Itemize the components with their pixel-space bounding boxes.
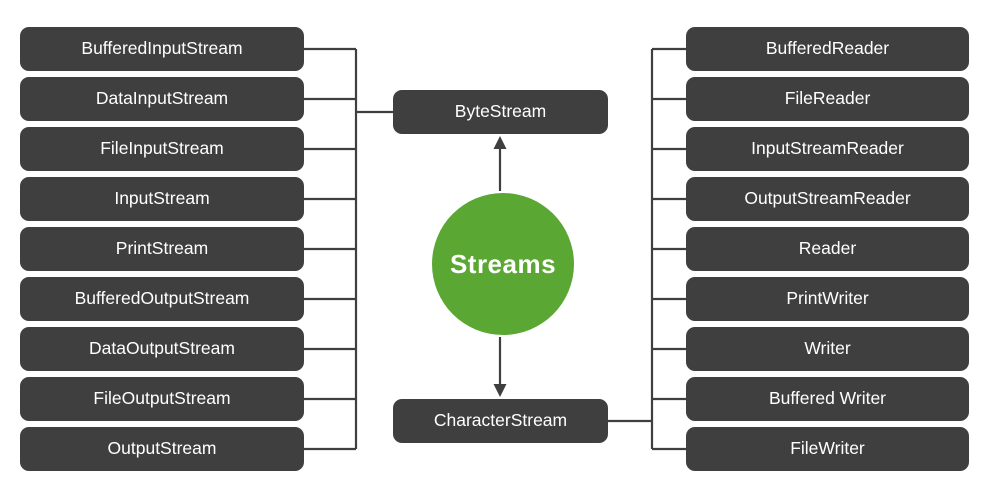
left-stream-class-box: OutputStream xyxy=(20,427,304,471)
left-stream-class-box: DataInputStream xyxy=(20,77,304,121)
right-stream-class-box: FileReader xyxy=(686,77,969,121)
right-stream-class-box: FileWriter xyxy=(686,427,969,471)
streams-hub-label: Streams xyxy=(449,248,557,279)
left-stream-class-box: PrintStream xyxy=(20,227,304,271)
left-stream-class-box: FileInputStream xyxy=(20,127,304,171)
right-stream-class-box: BufferedReader xyxy=(686,27,969,71)
right-stream-class-box: InputStreamReader xyxy=(686,127,969,171)
bytestream-label: ByteStream xyxy=(454,101,547,122)
left-stream-class-box: BufferedInputStream xyxy=(20,27,304,71)
right-stream-class-box: PrintWriter xyxy=(686,277,969,321)
characterstream-label: CharacterStream xyxy=(433,410,568,431)
left-stream-class-box: InputStream xyxy=(20,177,304,221)
left-stream-class-box: DataOutputStream xyxy=(20,327,304,371)
bytestream-node: ByteStream xyxy=(393,90,608,134)
right-stream-class-box: Reader xyxy=(686,227,969,271)
right-stream-class-box: Writer xyxy=(686,327,969,371)
streams-hub-circle: Streams xyxy=(432,193,574,335)
right-stream-class-box: Buffered Writer xyxy=(686,377,969,421)
left-stream-class-box: FileOutputStream xyxy=(20,377,304,421)
left-stream-class-box: BufferedOutputStream xyxy=(20,277,304,321)
right-stream-class-box: OutputStreamReader xyxy=(686,177,969,221)
characterstream-node: CharacterStream xyxy=(393,399,608,443)
